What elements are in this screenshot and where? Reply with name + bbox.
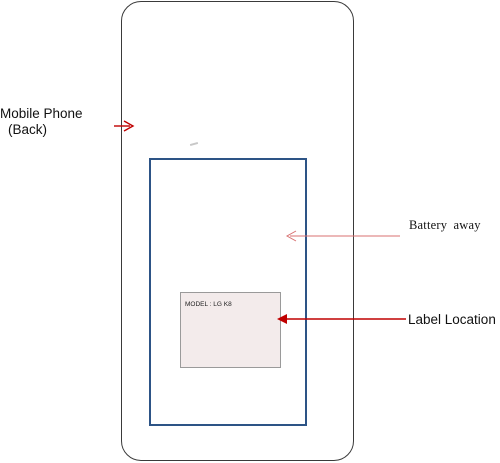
mobile-phone-callout-line2: (Back)	[8, 122, 48, 137]
mobile-phone-callout-line1: Mobile Phone	[0, 106, 83, 121]
label-plate-text: MODEL : LG K8	[185, 301, 232, 308]
mobile-phone-callout: Mobile Phone (Back)	[0, 106, 83, 138]
label-location-callout: Label Location	[408, 312, 496, 327]
battery-compartment-outline	[149, 158, 307, 426]
mobile-phone-arrow	[114, 120, 135, 132]
phone-back-outline	[121, 1, 354, 461]
battery-callout: Battery away	[409, 218, 481, 232]
label-location-arrow	[277, 314, 406, 324]
label-plate: MODEL : LG K8	[180, 292, 281, 368]
battery-arrow	[285, 230, 400, 242]
